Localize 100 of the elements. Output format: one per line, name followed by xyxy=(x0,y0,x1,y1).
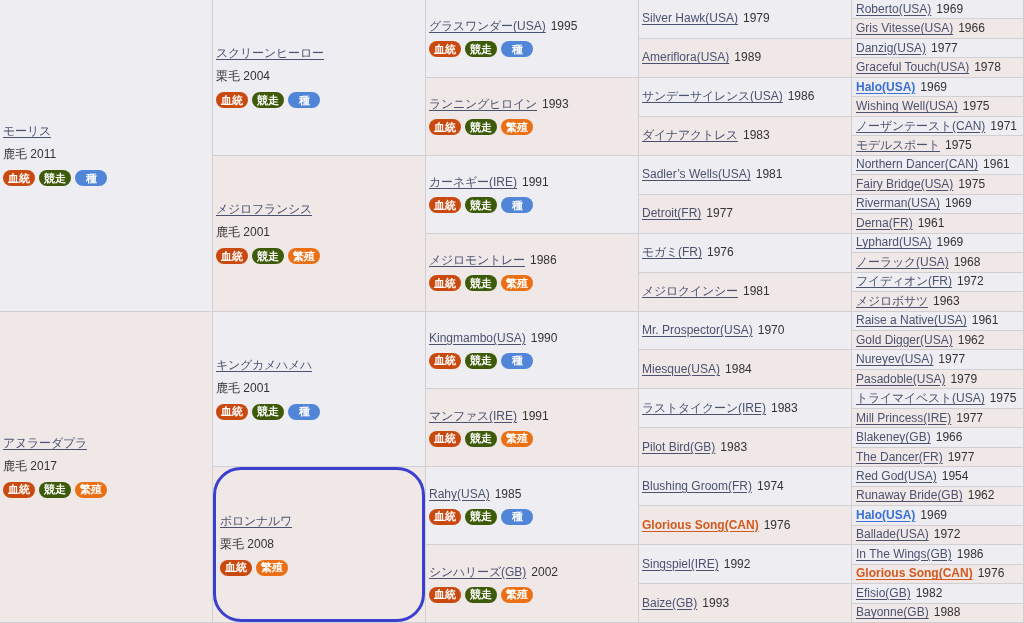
pedigree-cell xyxy=(426,389,639,468)
birth-year: 1983 xyxy=(720,439,748,455)
birth-year: 1969 xyxy=(936,235,964,251)
category-tag: 血統 xyxy=(429,275,461,292)
category-tag: 繁殖 xyxy=(501,119,533,136)
pedigree-cell xyxy=(852,506,1024,526)
birth-year: 1962 xyxy=(957,332,985,348)
horse-name-link: Halo(USA) xyxy=(856,79,916,95)
horse-name-link: ランニングヒロイン xyxy=(429,97,537,113)
category-tag: 繁殖 xyxy=(256,559,288,576)
pedigree-cell xyxy=(852,97,1024,117)
horse-name-link: Miesque(USA) xyxy=(642,361,721,377)
birth-year: 1995 xyxy=(550,19,578,35)
pedigree-cell xyxy=(852,350,1024,370)
pedigree-cell xyxy=(852,233,1024,254)
birth-year: 1974 xyxy=(757,478,784,494)
birth-year: 1992 xyxy=(723,556,751,572)
birth-year: 1977 xyxy=(956,410,984,426)
pedigree-cell xyxy=(852,408,1024,429)
pedigree-cell xyxy=(852,545,1024,565)
birth-year: 1975 xyxy=(945,138,972,153)
horse-name-link: Roberto(USA) xyxy=(856,1,932,17)
pedigree-cell xyxy=(639,155,852,195)
birth-year: 1969 xyxy=(936,1,964,17)
pedigree-cell xyxy=(639,77,852,117)
category-tag: 血統 xyxy=(220,559,252,576)
pedigree-cell xyxy=(852,19,1024,39)
birth-year: 1991 xyxy=(522,175,549,191)
birth-year: 1972 xyxy=(933,527,961,543)
pedigree-cell xyxy=(852,77,1024,98)
birth-year: 1969 xyxy=(920,507,948,523)
category-tag: 繁殖 xyxy=(75,481,107,498)
pedigree-cell xyxy=(426,545,639,623)
horse-name-link: Blakeney(GB) xyxy=(856,430,931,446)
birth-year: 1993 xyxy=(542,97,569,113)
birth-year: 1975 xyxy=(989,391,1017,407)
birth-year: 1981 xyxy=(743,284,770,300)
horse-name-link: メジロモントレー xyxy=(429,253,525,269)
category-tag: 繁殖 xyxy=(288,248,320,265)
horse-name-link: Ameriflora(USA) xyxy=(642,50,730,66)
pedigree-cell xyxy=(639,38,852,78)
category-tag: 種 xyxy=(75,170,107,187)
pedigree-cell xyxy=(213,311,426,468)
horse-name-link: Mill Princess(IRE) xyxy=(856,410,952,426)
category-tag: 血統 xyxy=(3,170,35,187)
birth-year: 1969 xyxy=(945,196,972,212)
horse-name-link: グラスワンダー(USA) xyxy=(429,19,546,35)
pedigree-cell xyxy=(426,311,639,390)
birth-year: 1975 xyxy=(958,176,986,192)
horse-name-link: Glorious Song(CAN) xyxy=(642,517,759,533)
pedigree-cell xyxy=(639,467,852,507)
pedigree-cell xyxy=(639,272,852,312)
horse-name-link: Blushing Groom(FR) xyxy=(642,478,753,494)
horse-name-link: モガミ(FR) xyxy=(642,245,702,261)
pedigree-cell xyxy=(852,467,1024,487)
pedigree-cell xyxy=(852,0,1024,20)
pedigree-cell xyxy=(852,584,1024,604)
pedigree-cell xyxy=(852,486,1024,507)
pedigree-cell xyxy=(639,233,852,273)
horse-name-link: Mr. Prospector(USA) xyxy=(642,322,753,338)
pedigree-cell xyxy=(852,116,1024,137)
category-tag: 血統 xyxy=(216,403,248,420)
category-tag: 競走 xyxy=(252,248,284,265)
category-tag: 血統 xyxy=(429,197,461,214)
category-tag: 繁殖 xyxy=(501,586,533,603)
category-tag: 競走 xyxy=(465,197,497,214)
category-tag: 血統 xyxy=(216,92,248,109)
birth-year: 1993 xyxy=(702,595,730,611)
pedigree-cell xyxy=(426,467,639,546)
birth-year: 1977 xyxy=(706,206,734,222)
pedigree-cell xyxy=(852,389,1024,409)
category-tag: 競走 xyxy=(39,481,71,498)
birth-year: 1972 xyxy=(957,274,984,290)
category-tag: 種 xyxy=(501,508,533,525)
birth-year: 2002 xyxy=(531,564,559,580)
birth-year: 1969 xyxy=(920,79,948,95)
birth-year: 1976 xyxy=(707,245,734,261)
category-tag: 血統 xyxy=(429,119,461,136)
pedigree-cell xyxy=(852,525,1024,546)
pedigree-cell xyxy=(426,0,639,78)
horse-name-link: Ballade(USA) xyxy=(856,527,929,543)
birth-year: 1982 xyxy=(915,585,943,601)
birth-year: 1970 xyxy=(757,322,785,338)
birth-year: 1962 xyxy=(967,488,995,504)
horse-name-link: メジロボサツ xyxy=(856,293,928,309)
category-tag: 繁殖 xyxy=(501,430,533,447)
category-tag: 血統 xyxy=(429,352,461,369)
birth-year: 1991 xyxy=(522,408,549,424)
pedigree-cell xyxy=(639,584,852,623)
birth-year: 1968 xyxy=(953,254,981,270)
pedigree-cell xyxy=(426,77,639,156)
category-tag: 競走 xyxy=(465,41,497,58)
coat-and-year-text: 鹿毛 2001 xyxy=(216,380,271,396)
birth-year: 1954 xyxy=(941,469,969,484)
birth-year: 1988 xyxy=(933,605,961,621)
horse-name-link: Nureyev(USA) xyxy=(856,352,934,368)
pedigree-cell xyxy=(852,564,1024,585)
horse-name-link: トライマイベスト(USA) xyxy=(856,391,985,407)
horse-name-link: Wishing Well(USA) xyxy=(856,99,958,115)
horse-name-link: アヌラーダプラ xyxy=(3,435,87,451)
